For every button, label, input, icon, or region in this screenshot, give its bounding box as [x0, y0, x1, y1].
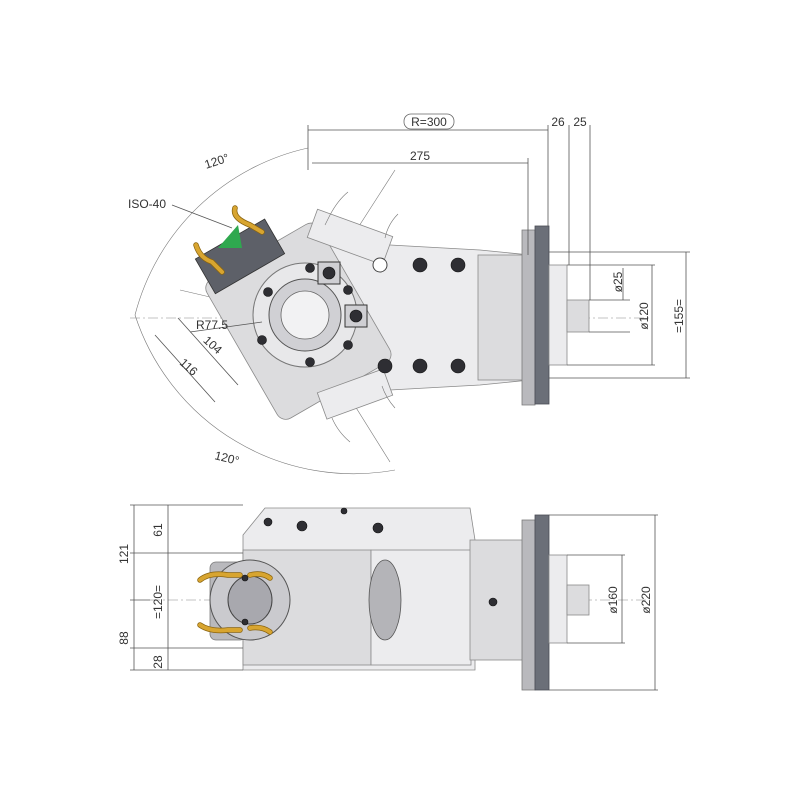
bolt — [372, 257, 388, 273]
drive-shaft — [566, 299, 590, 333]
dim-28: 28 — [151, 655, 165, 669]
dim-dia120: ø120 — [637, 302, 651, 330]
dim-61: 61 — [151, 523, 165, 537]
angle-arc-lower — [134, 314, 396, 474]
dim-26: 26 — [551, 115, 565, 129]
bolt — [412, 257, 428, 273]
head-lower-boss — [316, 368, 394, 420]
coolant-hose — [248, 572, 272, 580]
spindle-center — [280, 290, 330, 340]
leader-r775 — [189, 321, 263, 333]
bolt — [377, 358, 393, 374]
front-neck — [469, 539, 531, 661]
angle-label-bottom: 120° — [213, 448, 241, 468]
gray-hose — [324, 191, 349, 226]
dim-88: 88 — [117, 631, 131, 645]
dim-line-116 — [154, 334, 216, 403]
coolant-hose — [198, 623, 242, 633]
coolant-hose — [232, 206, 264, 234]
angle-label-top: 120° — [203, 151, 231, 172]
gray-hose — [381, 385, 396, 409]
bolt — [412, 358, 428, 374]
bolt — [263, 517, 273, 527]
bolt — [343, 340, 353, 350]
neck-ring — [521, 229, 536, 406]
dim-dia220: ø220 — [639, 586, 653, 614]
spindle-bore-front — [227, 575, 273, 625]
coolant-hose — [248, 625, 272, 634]
dim-r775: R77.5 — [196, 318, 228, 332]
dim-dia25: ø25 — [611, 271, 625, 292]
front-neck-ring — [521, 519, 536, 691]
bolt — [488, 597, 498, 607]
dim-121: 121 — [117, 544, 131, 564]
bolt — [257, 335, 267, 345]
tool-label: ISO-40 — [128, 197, 166, 211]
dim-frame-r300 — [403, 113, 455, 130]
mounting-flange — [534, 225, 550, 405]
bolt — [241, 618, 249, 626]
dim-155: =155= — [672, 299, 686, 333]
bolt — [372, 522, 384, 534]
dim-r300: R=300 — [411, 115, 447, 129]
gray-hose — [384, 213, 399, 239]
coolant-port-fitting — [349, 309, 363, 323]
dim-120: =120= — [151, 585, 165, 619]
dim-104: 104 — [201, 333, 225, 357]
bolt — [305, 263, 315, 273]
front-shaft — [566, 584, 590, 616]
dim-275: 275 — [410, 149, 430, 163]
top-view: R=300 26 25 275 120° 120° ISO-40 R77.5 1… — [128, 113, 690, 474]
dim-dia160: ø160 — [606, 586, 620, 614]
coolant-port-fitting — [322, 266, 336, 280]
bolt — [343, 285, 353, 295]
coolant-hose — [194, 243, 224, 274]
head-upper-boss — [306, 208, 394, 266]
gray-hose — [331, 417, 351, 443]
direction-arrow — [218, 225, 242, 248]
bolt — [305, 357, 315, 367]
bearing-disc — [368, 559, 402, 641]
bolt — [450, 257, 466, 273]
leader-iso40 — [171, 204, 233, 229]
bolt — [450, 358, 466, 374]
bolt — [296, 520, 308, 532]
front-spigot — [548, 554, 568, 644]
bolt — [263, 287, 273, 297]
dim-116: 116 — [177, 355, 201, 378]
bolt — [241, 574, 249, 582]
spigot — [548, 264, 568, 366]
front-view: 121 61 =120= 88 28 ø160 ø220 — [117, 504, 658, 691]
angle-arc-upper — [134, 147, 309, 316]
dim-line-104 — [177, 317, 239, 386]
dim-25: 25 — [573, 115, 587, 129]
bolt — [340, 507, 348, 515]
coolant-hose — [198, 572, 242, 582]
front-flange — [534, 514, 550, 691]
